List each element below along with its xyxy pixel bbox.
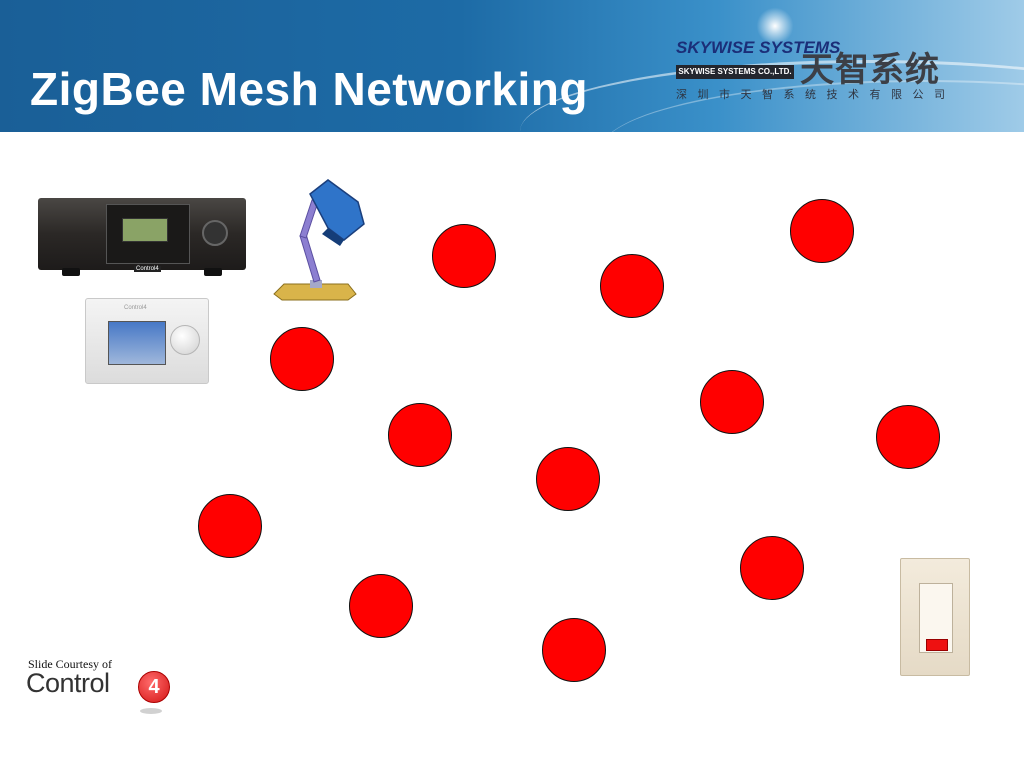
- mesh-node: [876, 405, 940, 469]
- controller-foot: [62, 268, 80, 276]
- touch-panel-device: Control4: [85, 298, 209, 384]
- touch-panel-button-icon: [170, 325, 200, 355]
- mesh-node: [740, 536, 804, 600]
- light-switch-icon: [900, 558, 970, 676]
- company-logo: SKYWISE SYSTEMS SKYWISE SYSTEMS CO.,LTD.…: [676, 38, 956, 104]
- mesh-node: [270, 327, 334, 391]
- mesh-node: [600, 254, 664, 318]
- company-logo-chinese: 天智系统: [800, 50, 940, 90]
- mesh-node: [536, 447, 600, 511]
- controller-foot: [204, 268, 222, 276]
- mesh-node: [542, 618, 606, 682]
- touch-panel-screen: [108, 321, 166, 365]
- control4-badge-icon: 4: [138, 671, 170, 703]
- controller-knob-icon: [202, 220, 228, 246]
- sparkle-icon: [755, 6, 795, 46]
- controller-brand-label: Control4: [134, 266, 161, 272]
- company-logo-english: SKYWISE SYSTEMS: [676, 38, 841, 57]
- slide-header: ZigBee Mesh Networking SKYWISE SYSTEMS S…: [0, 0, 1024, 132]
- mesh-node: [349, 574, 413, 638]
- company-logo-chinese-sub: 深圳市天智系统技术有限公司: [676, 88, 956, 101]
- controller-screen: [122, 218, 168, 242]
- slide-title: ZigBee Mesh Networking: [30, 63, 588, 115]
- mesh-node: [432, 224, 496, 288]
- mesh-node: [198, 494, 262, 558]
- switch-indicator: [926, 639, 948, 651]
- control4-badge-shadow: [140, 708, 162, 714]
- home-controller-device: Control4: [38, 198, 246, 280]
- mesh-node: [790, 199, 854, 263]
- touch-panel-brand-label: Control4: [124, 305, 147, 311]
- control4-logo-text: Control: [26, 668, 110, 698]
- company-logo-english-sub: SKYWISE SYSTEMS CO.,LTD.: [676, 65, 794, 79]
- mesh-node: [700, 370, 764, 434]
- mesh-node: [388, 403, 452, 467]
- courtesy-text: Slide Courtesy of: [28, 657, 112, 671]
- lamp-icon: [273, 179, 365, 301]
